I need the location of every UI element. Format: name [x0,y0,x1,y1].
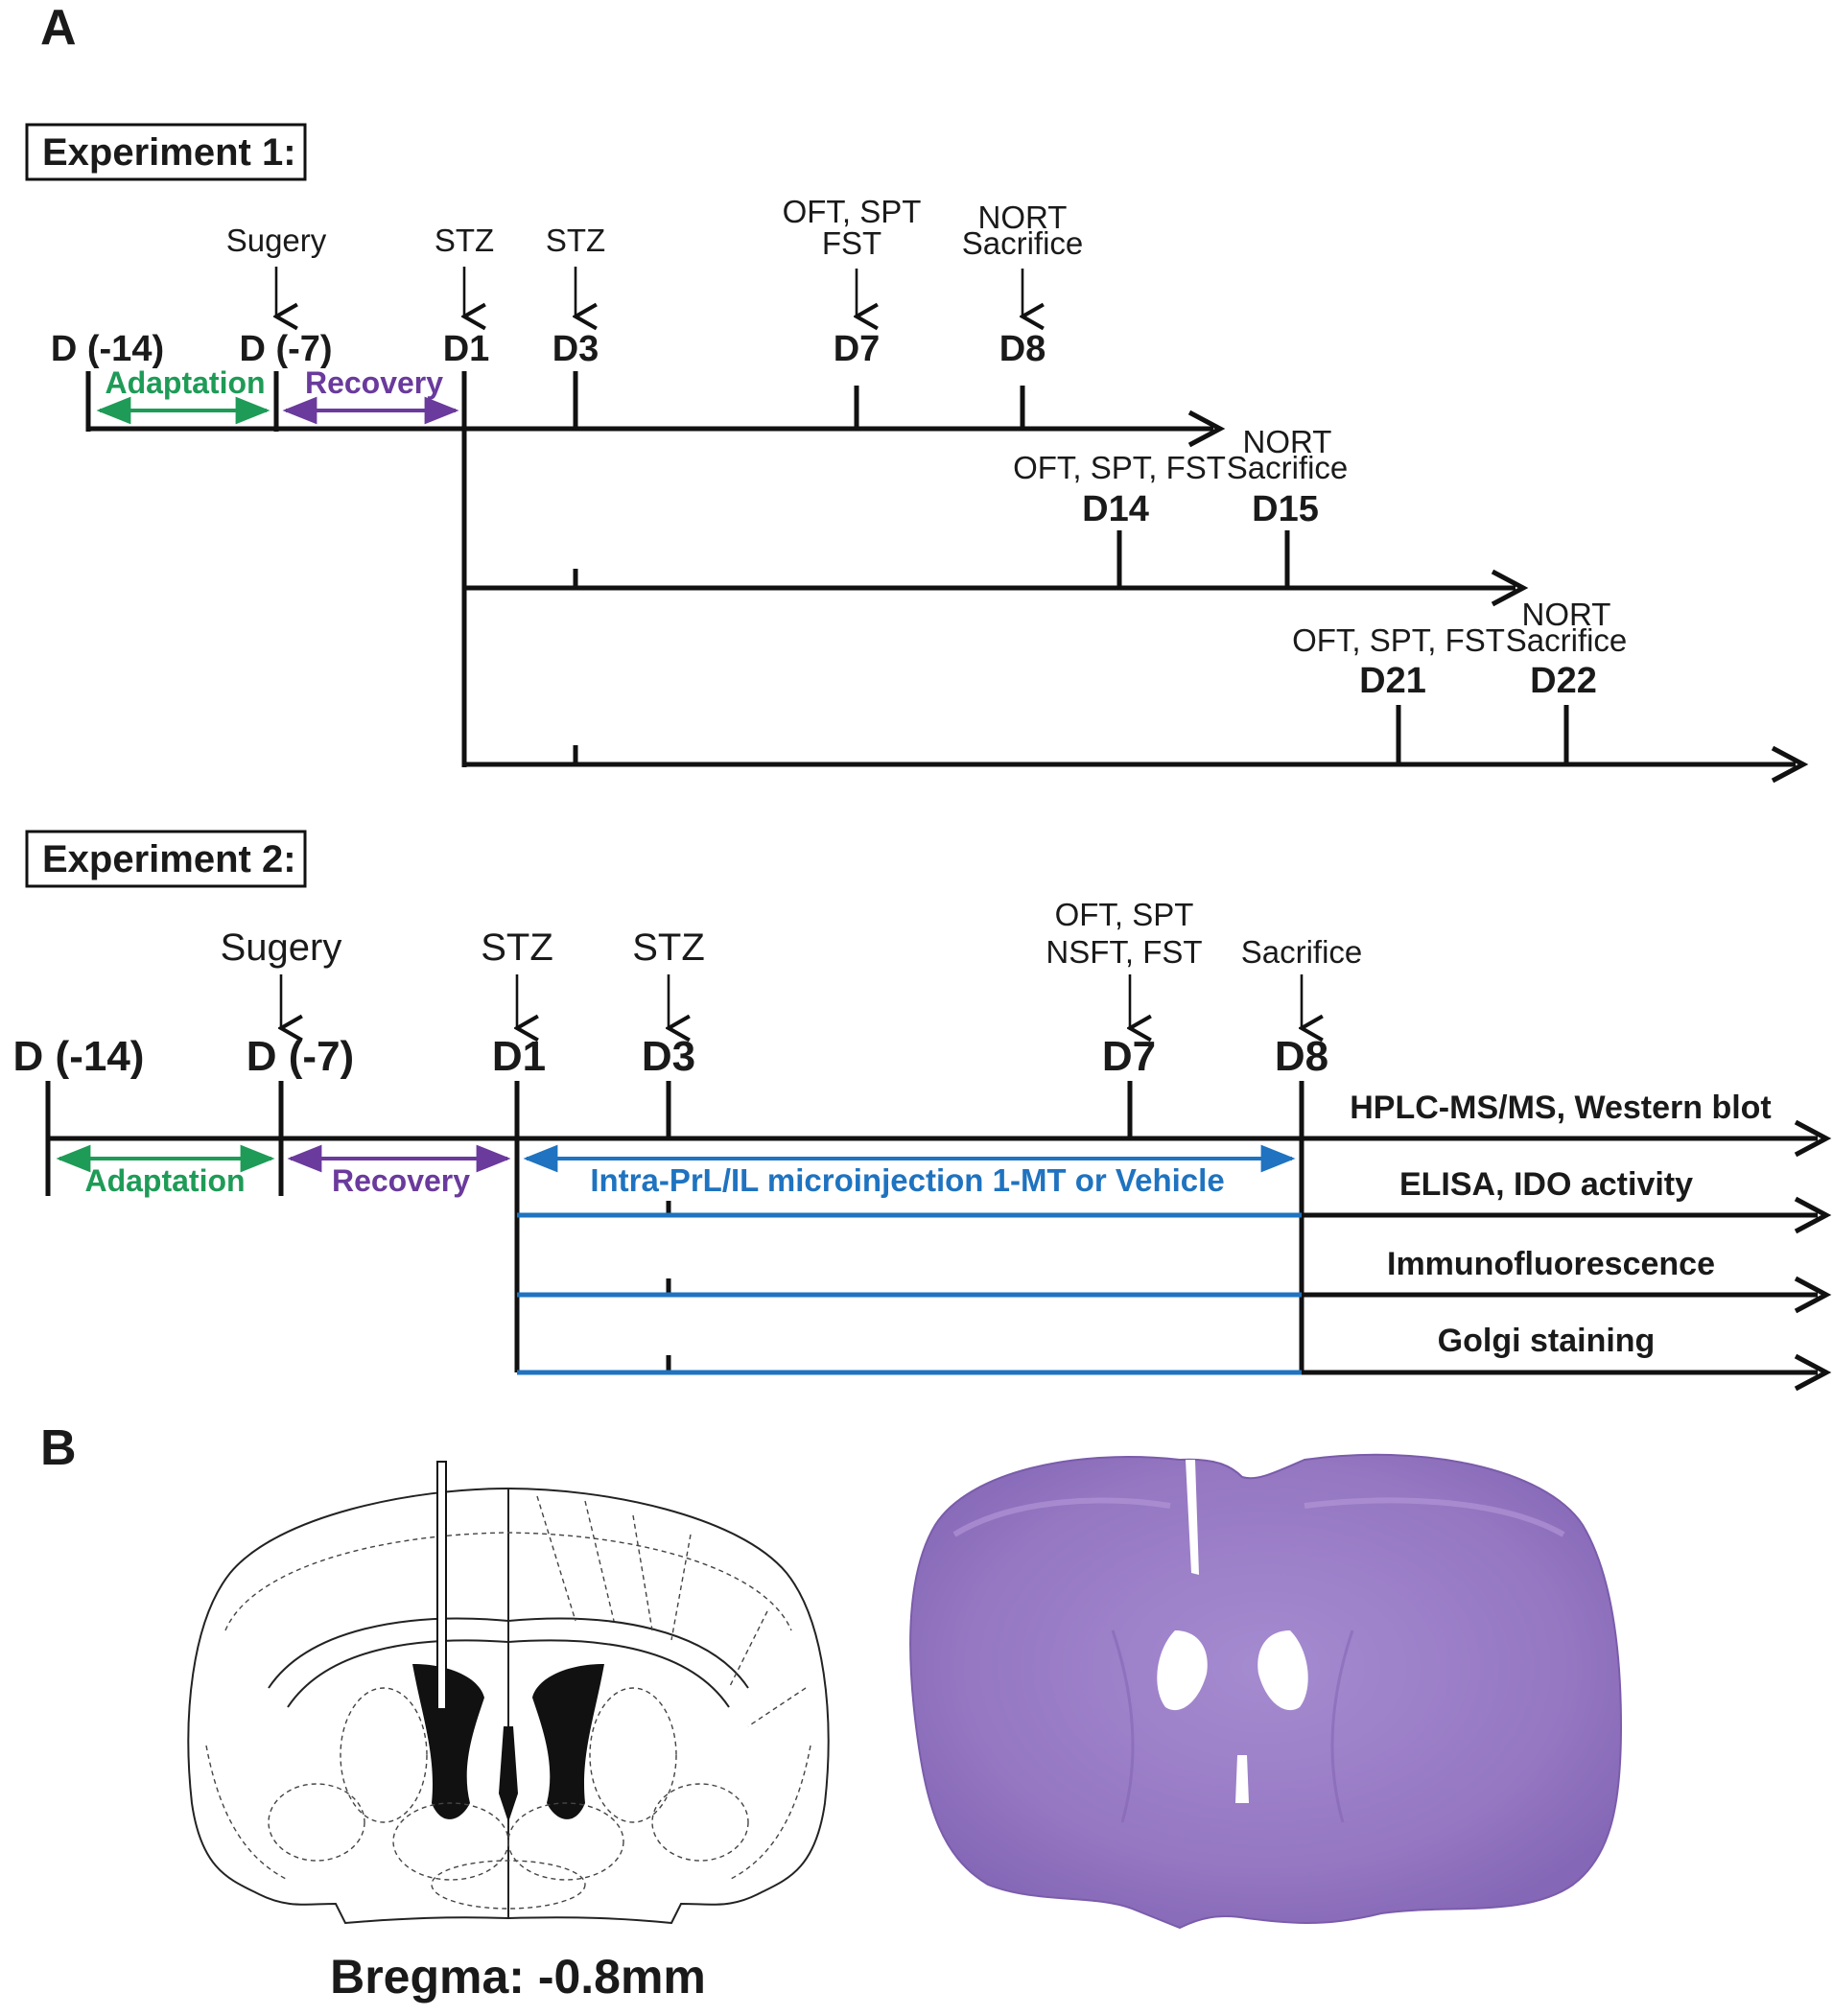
exp1-d8-events-line1: NORT [978,199,1068,235]
exp1-adaptation-label: Adaptation [105,365,265,400]
exp1-d7-events-line1: OFT, SPT [783,194,922,229]
exp2-recovery-label: Recovery [332,1163,470,1198]
exp1-timeline-3 [464,705,1809,784]
exp1-d15-events-line2: Sacrifice [1227,450,1349,485]
exp2-adaptation-label: Adaptation [84,1163,245,1198]
exp1-d14-events: OFT, SPT, FST [1013,450,1226,485]
exp2-day-3: D3 [642,1033,695,1080]
exp1-d22-events-line2: Sacrifice [1506,622,1628,658]
exp1-timeline-main [85,371,1226,767]
exp1-sugery-label: Sugery [226,223,327,258]
exp1-d8-events-line2: Sacrifice [962,225,1084,261]
panel-label-b: B [40,1420,77,1476]
exp1-day-7: D7 [834,329,881,369]
atlas-coronal-section [187,1461,830,1925]
exp1-stz-label-2: STZ [546,223,605,258]
exp2-d7-events-line2: NSFT, FST [1046,934,1202,970]
exp2-day-7: D7 [1102,1033,1156,1080]
exp1-d15-events-line1: NORT [1243,424,1332,459]
exp1-day-14: D14 [1082,489,1149,529]
panel-label-a: A [40,0,77,56]
bregma-label: Bregma: -0.8mm [330,1950,706,2004]
exp2-d7-events-line1: OFT, SPT [1055,897,1194,932]
experiment-1-title: Experiment 1: [25,123,307,181]
exp1-day-minus7: D (-7) [239,329,332,369]
exp1-stz-label-1: STZ [435,223,494,258]
exp1-day-1: D1 [443,329,490,369]
exp2-day-minus14: D (-14) [13,1033,145,1080]
exp2-day-minus7: D (-7) [247,1033,354,1080]
exp2-microinjection-label: Intra-PrL/IL microinjection 1-MT or Vehi… [590,1162,1224,1198]
exp1-day-22: D22 [1530,661,1597,701]
exp2-timeline [45,1081,1832,1372]
exp2-stz-label-2: STZ [632,926,705,969]
exp1-d22-events-line1: NORT [1522,597,1611,632]
exp1-day-15: D15 [1252,489,1319,529]
assay-label-4: Golgi staining [1438,1323,1656,1359]
nissl-stained-section-photo [909,1453,1623,1930]
exp2-assay-arrows [1302,1196,1832,1392]
exp1-day-21: D21 [1359,661,1426,701]
assay-label-1: HPLC-MS/MS, Western blot [1350,1090,1772,1126]
exp1-timeline-2 [464,530,1529,607]
exp2-sacrifice-label: Sacrifice [1241,934,1363,970]
exp2-stz-label-1: STZ [481,926,553,969]
assay-label-2: ELISA, IDO activity [1399,1166,1693,1203]
exp1-day-8: D8 [999,329,1046,369]
experiment-2-title: Experiment 2: [25,830,307,888]
exp2-sugery-label: Sugery [221,926,342,969]
exp1-d21-events: OFT, SPT, FST [1292,622,1505,658]
experiment-1-title-text: Experiment 1: [42,131,296,174]
experiment-2-title-text: Experiment 2: [42,838,296,880]
exp1-day-3: D3 [552,329,599,369]
exp1-day-minus14: D (-14) [51,329,164,369]
assay-label-3: Immunofluorescence [1387,1246,1715,1282]
exp2-day-8: D8 [1275,1033,1328,1080]
exp1-recovery-label: Recovery [305,365,443,400]
exp2-day-1: D1 [492,1033,546,1080]
exp1-d7-events-line2: FST [822,225,881,261]
exp2-treatment-lines [517,1212,1302,1375]
